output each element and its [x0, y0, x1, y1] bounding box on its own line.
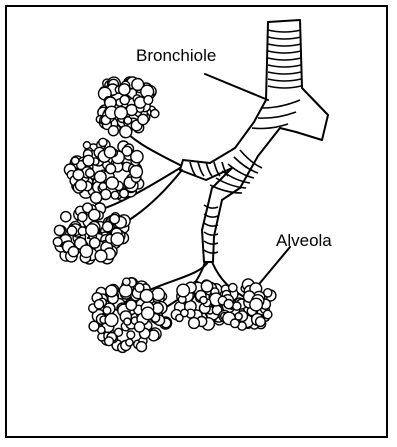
alveolus — [53, 238, 62, 247]
cartilage-ring — [268, 44, 301, 46]
alveolus — [73, 170, 84, 181]
alveolus — [130, 166, 142, 178]
alveolus — [124, 318, 131, 325]
alveolus — [89, 209, 100, 220]
alveolus — [103, 307, 111, 315]
alveolus — [144, 96, 153, 105]
alveolus — [151, 110, 159, 118]
alveolus — [110, 214, 119, 223]
alveolus — [177, 284, 190, 297]
alveolus — [200, 297, 207, 304]
cartilage-ring — [268, 86, 301, 88]
alveolus — [127, 331, 135, 339]
alveolus — [106, 285, 118, 297]
alveolus — [137, 342, 147, 352]
alveolus — [54, 225, 64, 235]
alveolus — [111, 191, 119, 199]
alveolus — [72, 157, 79, 164]
alveolus — [124, 117, 131, 124]
alveolus — [134, 322, 144, 332]
cartilage-ring — [204, 250, 218, 253]
alveolus — [78, 212, 87, 221]
cartilage-ring — [206, 162, 212, 176]
alveolus — [256, 317, 266, 327]
alveolus — [224, 300, 233, 309]
alveolus — [99, 138, 107, 146]
cartilage-ring — [268, 30, 301, 32]
alveolus — [142, 307, 154, 319]
alveolus — [106, 177, 118, 189]
alveolus — [120, 189, 129, 198]
cartilage-ring — [268, 51, 301, 53]
cartilage-ring — [268, 65, 301, 67]
alveolus — [86, 224, 99, 237]
alveolus — [86, 169, 95, 178]
alveolus — [126, 300, 136, 310]
alveolus — [126, 339, 133, 346]
cartilage-ring — [268, 79, 301, 81]
alveolus — [75, 180, 86, 191]
cartilage-ring — [258, 112, 296, 118]
alveolus — [91, 192, 102, 203]
alveolus — [235, 313, 242, 320]
alveolus — [83, 142, 90, 149]
cartilage-ring — [262, 100, 300, 108]
alveolus — [233, 302, 241, 310]
cartilage-ring — [204, 205, 218, 208]
alveolus — [89, 321, 99, 331]
alveolus — [83, 155, 94, 166]
alveolus — [95, 250, 107, 262]
alveolus — [138, 114, 148, 124]
alveolus — [95, 171, 107, 183]
cartilage-ring — [198, 162, 204, 176]
alveolus — [123, 278, 130, 285]
alveolus — [140, 290, 153, 303]
alveolus — [111, 233, 124, 246]
alveolus — [189, 318, 200, 329]
alveolus — [94, 300, 103, 309]
label-alveola: Alveola — [276, 232, 332, 249]
alveolus — [105, 314, 118, 327]
alveolus — [131, 151, 143, 163]
label-bronchiole: Bronchiole — [136, 47, 216, 64]
alveolus — [229, 284, 237, 292]
alveolus — [105, 337, 114, 346]
cartilage-ring — [268, 58, 301, 60]
alveolus — [119, 284, 132, 297]
alveolus — [176, 314, 183, 321]
alveolus — [67, 226, 76, 235]
alveolus — [90, 238, 100, 248]
alveolus — [152, 288, 164, 300]
alveolus — [68, 247, 78, 257]
cartilage-ring — [204, 241, 218, 244]
alveolus — [120, 126, 132, 138]
bronchiole-leader-line — [205, 74, 268, 100]
alveolus — [263, 310, 272, 319]
alveolus — [119, 84, 130, 95]
alveolus — [201, 281, 212, 292]
cartilage-ring — [268, 37, 301, 39]
alveolus — [108, 126, 118, 136]
cartilage-ring — [204, 232, 218, 235]
cartilage-ring — [268, 72, 301, 74]
alveolus — [120, 95, 129, 104]
alveolus — [61, 212, 71, 222]
alveolus — [250, 298, 263, 311]
alveoli-clusters — [53, 77, 276, 353]
alveolus — [106, 164, 116, 174]
alveolus — [104, 147, 115, 158]
